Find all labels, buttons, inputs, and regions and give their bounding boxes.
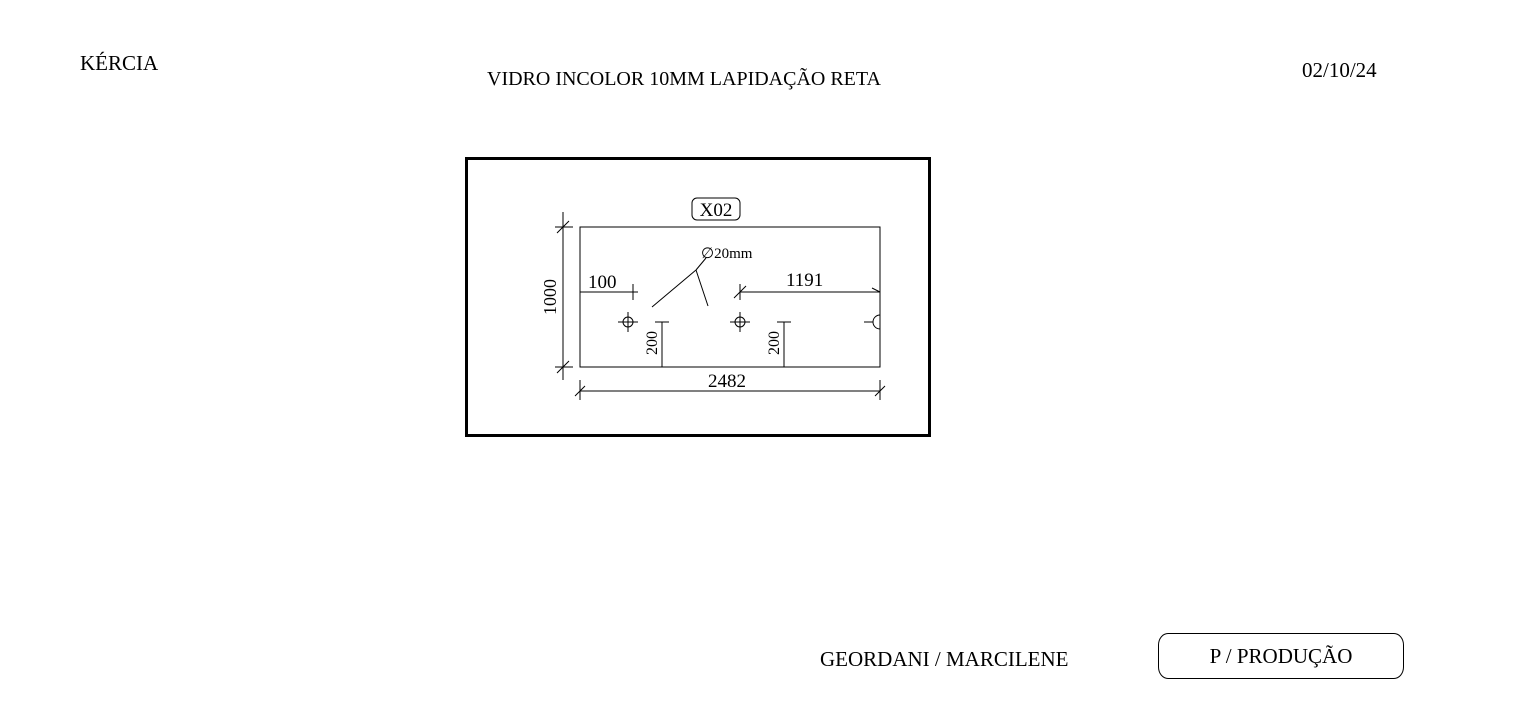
signatures: GEORDANI / MARCILENE: [820, 647, 1069, 671]
hole-left-height-label: 200: [644, 331, 661, 355]
hole-leader-left: [651, 269, 697, 308]
glass-panel-drawing: X02 ∅20mm 100 1191 2482 1000 200 200: [540, 197, 886, 400]
client-name: KÉRCIA: [80, 51, 159, 75]
total-width-label: 2482: [708, 371, 746, 392]
document-date: 02/10/24: [1302, 58, 1377, 82]
document-title: VIDRO INCOLOR 10MM LAPIDAÇÃO RETA: [487, 68, 881, 90]
glass-panel-outline: [579, 226, 881, 368]
hole-diameter-label: ∅20mm: [701, 246, 753, 262]
production-stage-badge: P / PRODUÇÃO: [1158, 633, 1404, 679]
technical-drawing-frame: X02 ∅20mm 100 1191 2482 1000 200 200: [465, 157, 931, 437]
right-offset-label: 1191: [786, 270, 823, 291]
hole-right-height-label: 200: [766, 331, 783, 355]
height-dimension-slash-bottom: [556, 360, 570, 374]
left-offset-label: 100: [588, 272, 617, 293]
width-dimension-slash-left: [574, 385, 586, 397]
height-dimension-slash-top: [556, 220, 570, 234]
right-offset-arrow: [871, 287, 881, 293]
right-offset-slash-left: [733, 285, 747, 299]
hole-label-leader: [695, 257, 707, 271]
piece-id-tag: [691, 197, 741, 221]
edge-notch: [872, 314, 881, 330]
width-dimension-slash-right: [874, 385, 886, 397]
total-height-label: 1000: [540, 279, 560, 315]
piece-id-label: X02: [700, 200, 733, 221]
hole-leader-right: [695, 269, 709, 307]
